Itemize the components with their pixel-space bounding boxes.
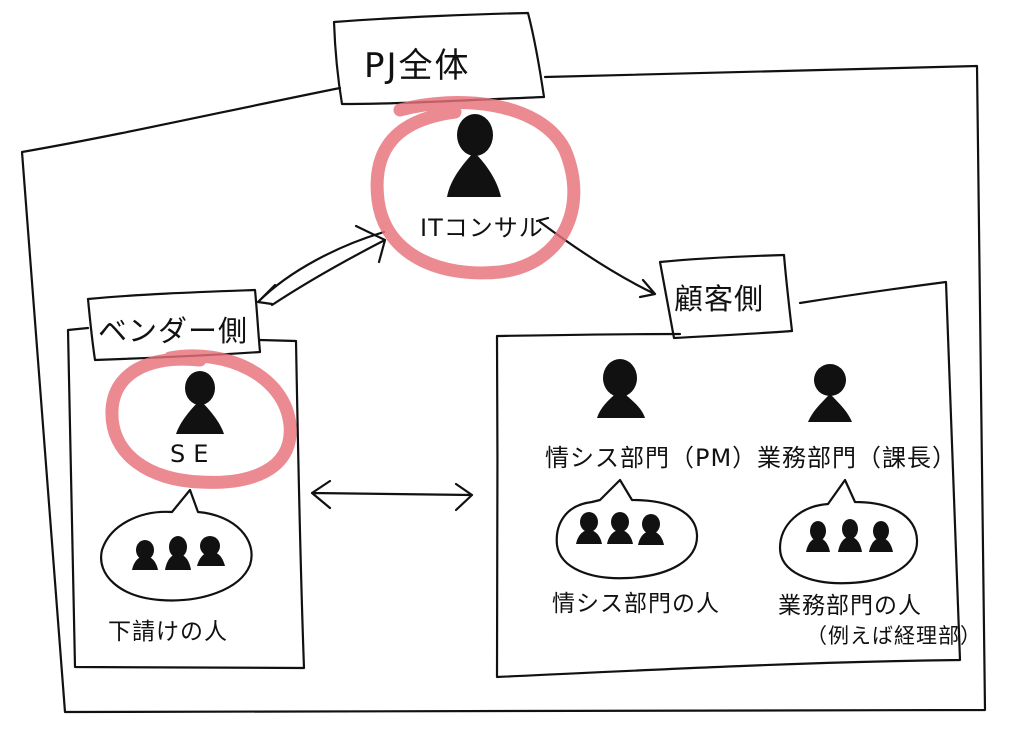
group-people-icon <box>576 512 664 545</box>
se-highlight-circle <box>105 349 297 489</box>
vendor-label-box <box>86 288 262 362</box>
arrow-it-to-vendor <box>256 230 386 306</box>
vendor-group-label: ベンダー側 <box>98 314 249 348</box>
customer-group-label: 顧客側 <box>674 282 765 316</box>
arrow-vendor-to-it <box>270 224 387 307</box>
biz-dept-label: 業務部門（課長） <box>757 444 957 472</box>
customer-label-box <box>658 253 794 340</box>
consultant-label: ITコンサル <box>420 214 544 242</box>
project-title: PJ全体 <box>364 46 471 86</box>
se-label: SE <box>170 440 217 468</box>
biz-staff-example: （例えば経理部） <box>806 624 982 648</box>
subcontractor-label: 下請けの人 <box>108 619 228 645</box>
is-dept-label: 情シス部門（PM） <box>545 444 758 472</box>
pj-title-box <box>332 11 546 106</box>
biz-staff-bubble <box>778 478 919 585</box>
person-icon <box>176 371 224 434</box>
person-icon <box>447 114 501 197</box>
group-people-icon <box>132 536 225 570</box>
subcontractor-bubble <box>99 488 253 602</box>
project-outer-frame <box>20 64 987 714</box>
person-icon <box>808 364 852 422</box>
arrow-it-to-customer <box>535 216 657 299</box>
consultant-highlight-circle <box>370 96 581 280</box>
is-staff-bubble <box>555 478 699 580</box>
group-people-icon <box>806 519 893 552</box>
vendor-frame <box>66 326 306 670</box>
vendor-customer-double-arrow <box>310 479 474 512</box>
customer-frame <box>495 280 962 679</box>
is-staff-label: 情シス部門の人 <box>552 591 720 617</box>
biz-staff-label: 業務部門の人 <box>778 593 922 619</box>
person-icon <box>597 359 645 418</box>
